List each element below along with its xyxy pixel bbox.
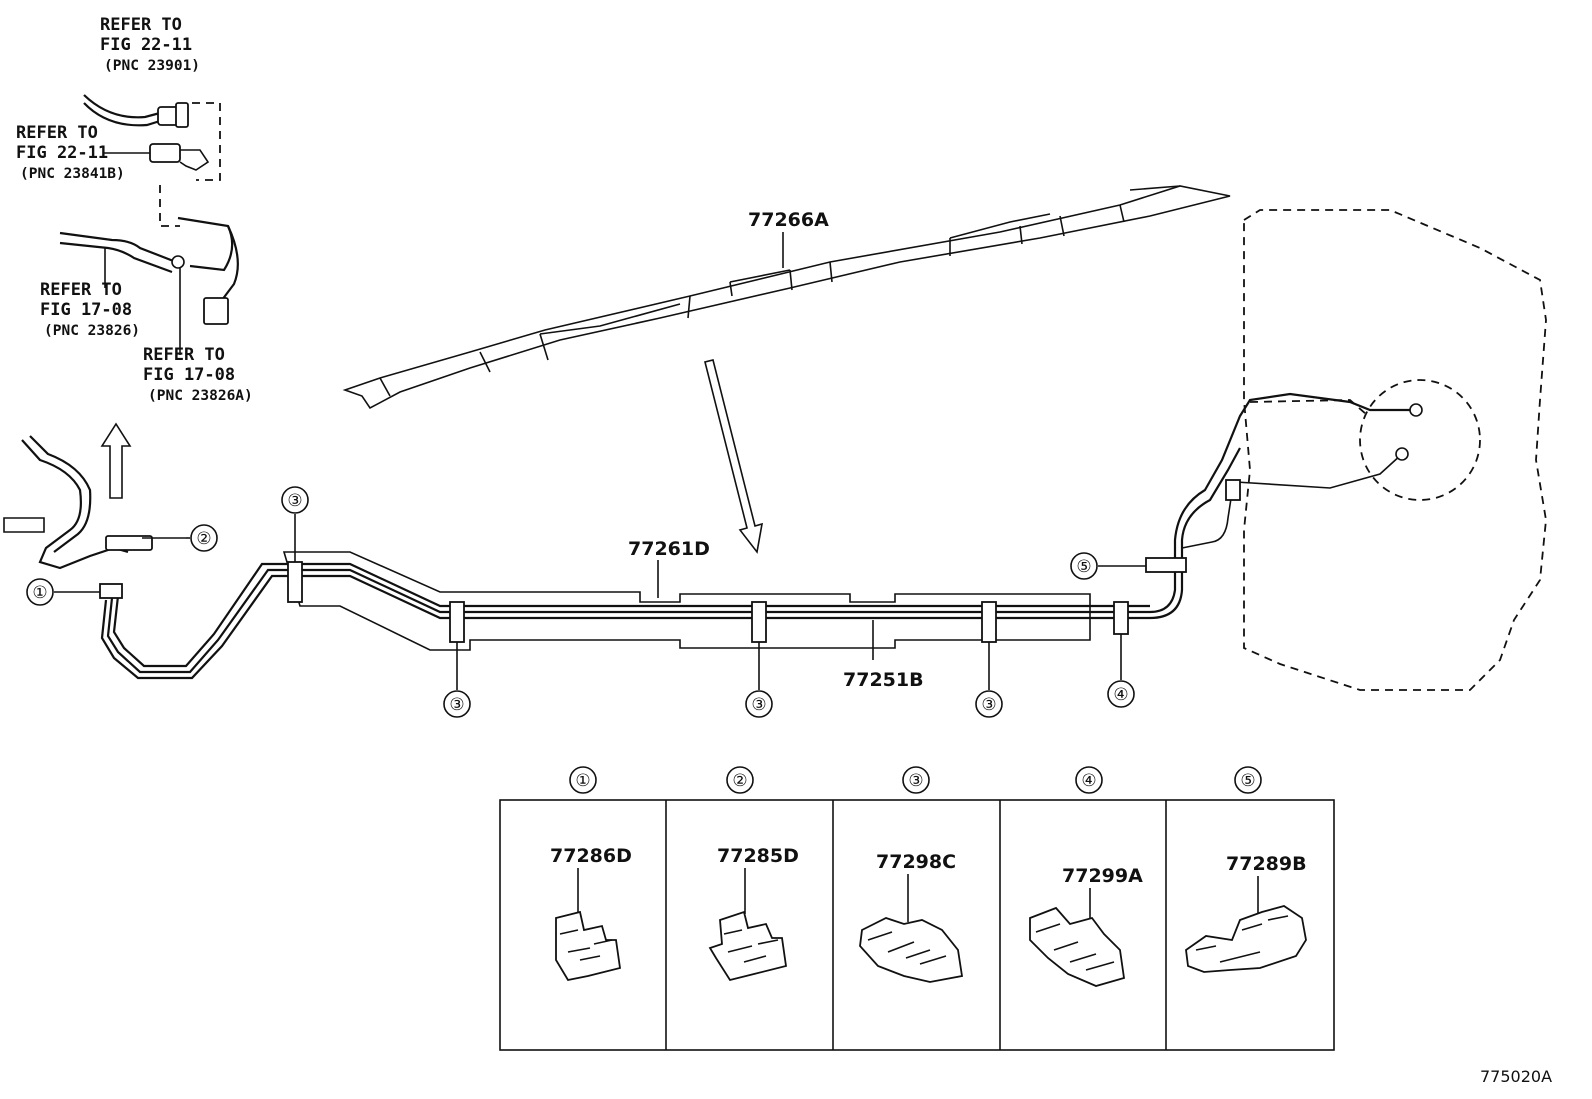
callouts: ① ② ③ ③ ③ ③ ④ ⑤	[26, 486, 1146, 718]
ref4-line2: FIG 17-08	[143, 365, 235, 385]
callout-4: ④	[1113, 685, 1128, 705]
diagonal-arrow-icon	[704, 359, 764, 554]
clip-drawing-77298C	[859, 874, 964, 983]
part-label-77251B: 77251B	[843, 669, 924, 691]
legend-part-77289B: 77289B	[1226, 853, 1307, 875]
protector-77266A-drawing	[342, 185, 1231, 410]
up-arrow-icon	[100, 422, 132, 499]
clip-3-a	[287, 561, 303, 603]
clip-3-d	[981, 601, 997, 643]
ref1-line1: REFER TO	[100, 15, 182, 35]
callout-circle	[26, 578, 54, 606]
legend-frame	[499, 799, 1335, 1051]
legend-symbol-4: ④	[1081, 771, 1096, 791]
ref-clip-23841B	[149, 143, 181, 163]
ref2-line2: FIG 22-11	[16, 143, 108, 163]
ref-clip-23826A	[171, 255, 185, 269]
legend-symbol-1: ①	[575, 771, 590, 791]
legend-part-77298C: 77298C	[876, 851, 956, 873]
ref-hose-upper	[83, 94, 161, 119]
ref3-line2: FIG 17-08	[40, 300, 132, 320]
tube-clips	[99, 479, 1241, 643]
callout-circle	[281, 486, 309, 514]
reference-labels: REFER TO FIG 22-11 (PNC 23901) REFER TO …	[16, 15, 253, 404]
callout-circle	[443, 690, 471, 718]
callout-circle	[745, 690, 773, 718]
ref-dashed-bracket	[192, 102, 221, 181]
clip-1-on-tube	[99, 583, 123, 599]
callout-3-d: ③	[981, 695, 996, 715]
callout-3-c: ③	[751, 695, 766, 715]
ref2-line3: (PNC 23841B)	[20, 166, 125, 182]
callout-2: ②	[196, 529, 211, 549]
clip-drawing-77289B	[1185, 876, 1307, 973]
ref1-line2: FIG 22-11	[100, 35, 192, 55]
legend-symbol-5: ⑤	[1240, 771, 1255, 791]
callout-circle	[1070, 552, 1098, 580]
clip-3-c	[751, 601, 767, 643]
clip-legend-table: ① ② ③ ④ ⑤ 77286D 77285D 77298C 77299A 77…	[499, 766, 1335, 1051]
part-label-77261D: 77261D	[628, 538, 710, 560]
callout-3-b: ③	[449, 695, 464, 715]
clip-5-on-tube	[1145, 557, 1187, 573]
ref-harness	[177, 216, 234, 272]
reference-parts-group	[59, 94, 239, 355]
callout-5: ⑤	[1076, 557, 1091, 577]
ref1-line3: (PNC 23901)	[104, 58, 200, 74]
ref-pipe-23826	[59, 231, 177, 264]
ref3-line1: REFER TO	[40, 280, 122, 300]
legend-part-77299A: 77299A	[1062, 865, 1143, 887]
legend-part-77286D: 77286D	[550, 845, 632, 867]
clip-3-b	[449, 601, 465, 643]
ref2-line1: REFER TO	[16, 123, 98, 143]
callout-3-a: ③	[287, 491, 302, 511]
ref4-line1: REFER TO	[143, 345, 225, 365]
callout-circle	[975, 690, 1003, 718]
ref4-line3: (PNC 23826A)	[148, 388, 253, 404]
ref3-line3: (PNC 23826)	[44, 323, 140, 339]
clip-drawing-77286D	[555, 868, 622, 982]
callout-circle	[190, 524, 218, 552]
clip-drawing-77299A	[1029, 888, 1126, 987]
clip-drawing-77285D	[708, 868, 788, 982]
main-fuel-tubes	[3, 392, 1423, 680]
clip-4-on-tube	[1113, 601, 1129, 635]
callout-circle	[1107, 680, 1135, 708]
callout-1: ①	[32, 583, 47, 603]
legend-symbol-3: ③	[908, 771, 923, 791]
fuel-tank	[1243, 209, 1547, 691]
figure-id: 775020A	[1480, 1067, 1552, 1086]
legend-part-77285D: 77285D	[717, 845, 799, 867]
legend-symbol-2: ②	[732, 771, 747, 791]
part-label-77266A: 77266A	[748, 209, 829, 231]
